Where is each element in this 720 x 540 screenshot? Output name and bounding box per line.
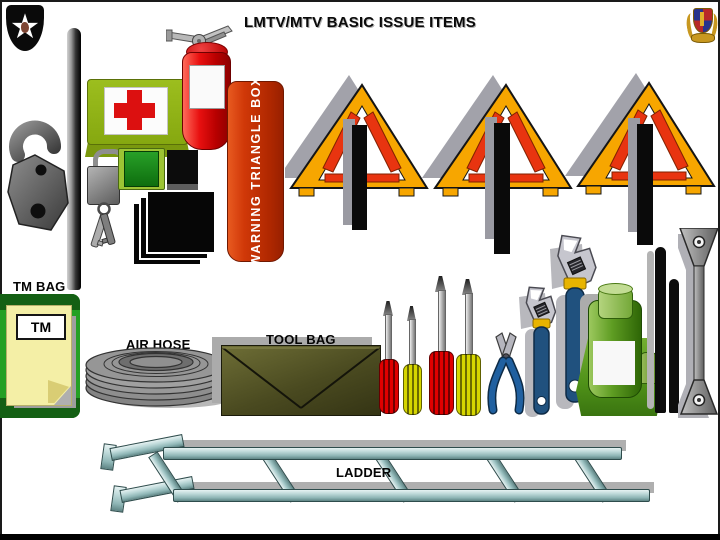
ladder-rail (173, 489, 650, 502)
tm-bag-label: TM BAG (13, 279, 66, 294)
adjustable-wrench-small (519, 286, 557, 417)
pliers (487, 332, 525, 415)
bottle-jack-label (593, 341, 635, 385)
triangle-stake (494, 123, 510, 254)
tool-bag-label: TOOL BAG (266, 332, 336, 347)
screwdriver-tip (383, 301, 393, 316)
ladder-label: LADDER (336, 465, 392, 480)
tool-bag (221, 345, 381, 416)
antenna-rod (67, 28, 81, 290)
triangle-stake (352, 125, 367, 230)
screwdriver-shaft (438, 290, 446, 355)
warning-triangle-box-label: WARNING TRIANGLE BOX (248, 76, 263, 267)
tm-book-title: TM (16, 314, 66, 340)
bottle-jack-cap-top (598, 283, 633, 295)
triangle-stake (637, 124, 653, 245)
tow-shackle (7, 120, 69, 231)
screwdriver-red-small (379, 359, 399, 414)
mud-flap (148, 192, 214, 252)
screwdriver-tip (435, 276, 446, 292)
unit-crest-icon (684, 8, 720, 46)
frame-left (0, 0, 2, 540)
green-pouch-flap (124, 151, 159, 187)
padlock (87, 166, 120, 205)
crest-emblem-icon (700, 12, 704, 26)
screwdriver-tip (407, 306, 416, 321)
screwdriver-shaft (465, 293, 473, 358)
ladder-rail (163, 447, 622, 460)
frame-top (0, 0, 720, 2)
screwdriver-shaft (385, 314, 392, 364)
slide-title: LMTV/MTV BASIC ISSUE ITEMS (244, 14, 476, 31)
ladder-rail-shadow (180, 482, 654, 493)
tool-bag-flap (222, 347, 380, 409)
keys (90, 202, 116, 248)
crest-banner-icon (691, 33, 715, 43)
air-hose (85, 347, 234, 408)
screwdriver-shaft (409, 319, 416, 369)
frame-right (718, 0, 720, 540)
screwdriver-red-large (429, 351, 454, 415)
lug-wrench (678, 228, 719, 418)
warning-triangle-box: WARNING TRIANGLE BOX (227, 76, 284, 267)
jack-handle-shadow (647, 251, 654, 409)
indian-head-icon (21, 22, 29, 33)
ladder-rail-shadow (170, 440, 626, 451)
jack-handle (655, 247, 666, 413)
2nd-infantry-division-patch-icon: ★ (6, 5, 44, 51)
black-case (167, 150, 198, 184)
red-cross-icon (114, 103, 155, 118)
screwdriver-yellow-large (456, 354, 481, 416)
black-case-band (167, 184, 198, 190)
adjustable-wrench-large (550, 234, 597, 409)
screwdriver-yellow-small (403, 364, 422, 415)
screwdriver-tip (462, 279, 473, 295)
frame-bottom (0, 534, 720, 540)
fire-extinguisher-label (189, 65, 225, 109)
jack-handle (669, 279, 679, 413)
